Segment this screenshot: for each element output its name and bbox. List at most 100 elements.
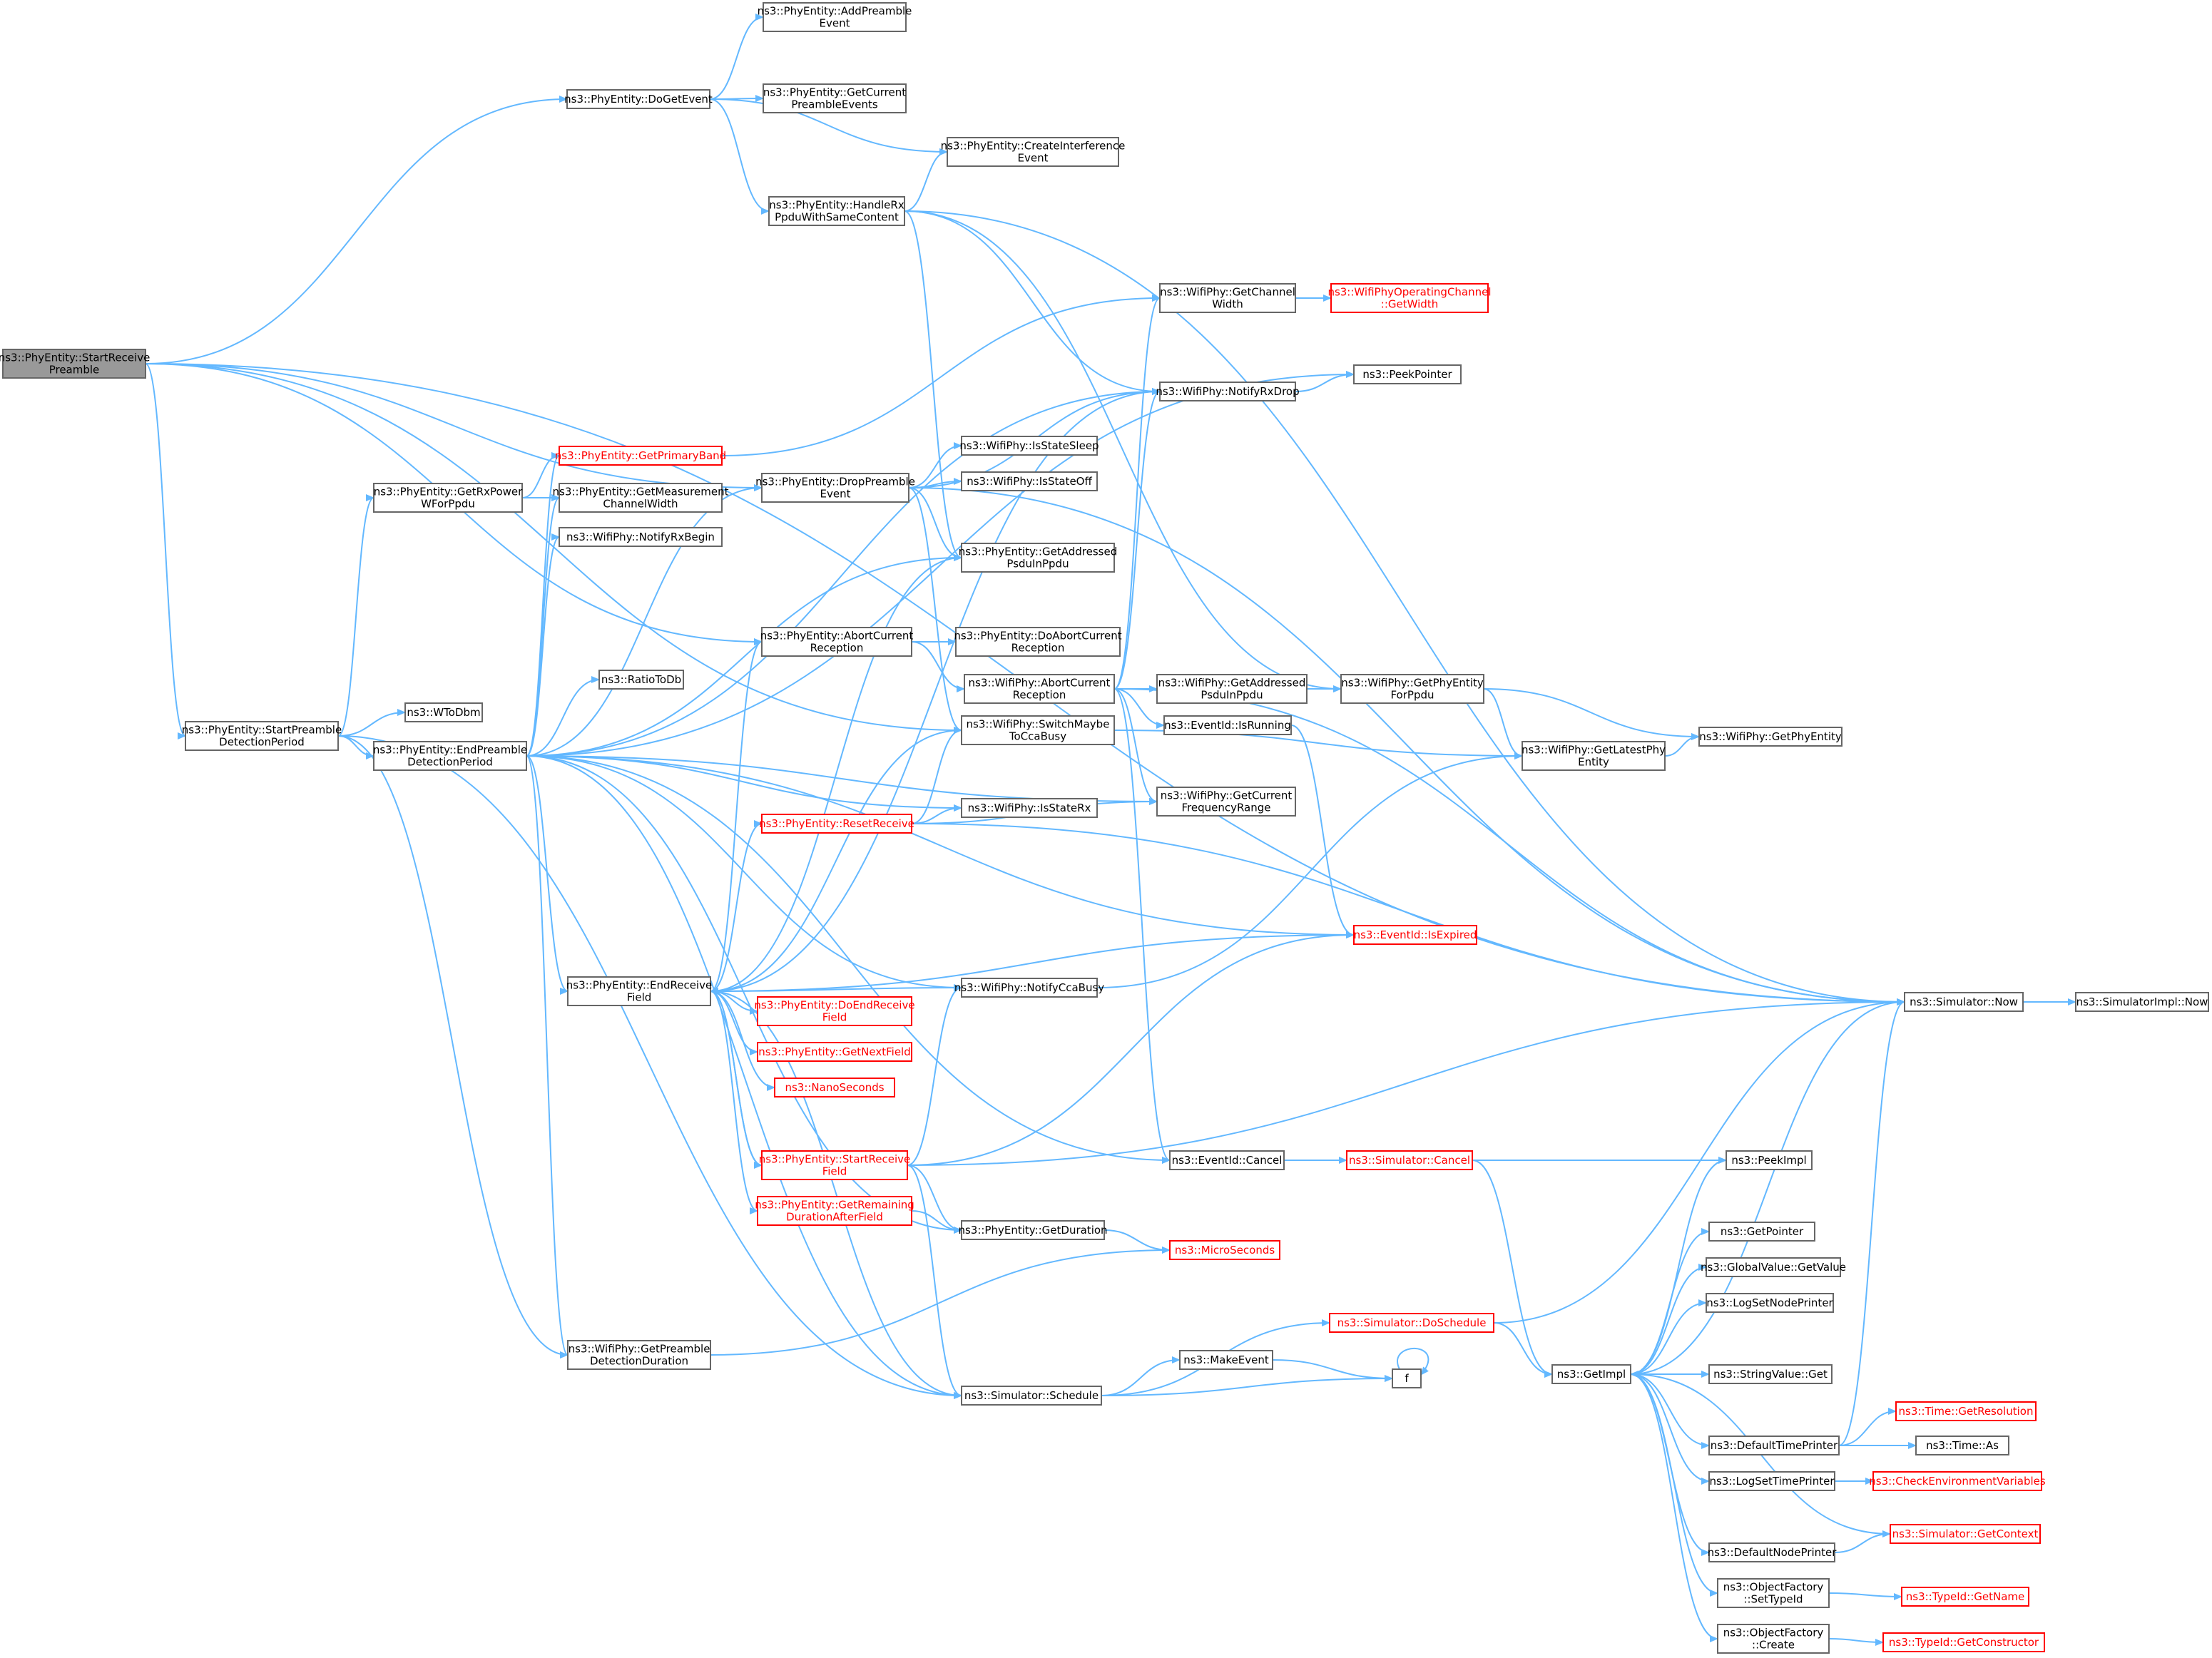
node-phyentity-getprimaryband[interactable]: ns3::PhyEntity::GetPrimaryBand (555, 446, 726, 466)
node-phyentity-getmeasurement-channelwidth[interactable]: ns3::PhyEntity::GetMeasurementChannelWid… (553, 483, 729, 513)
node-label: ns3::PhyEntity::EndReceive (566, 979, 712, 992)
node-stringvalue-get[interactable]: ns3::StringValue::Get (1708, 1364, 1833, 1384)
node-logsetnodeprinter[interactable]: ns3::LogSetNodePrinter (1706, 1293, 1834, 1313)
node-typeid-getconstructor[interactable]: ns3::TypeId::GetConstructor (1882, 1632, 2045, 1652)
node-time-getresolution[interactable]: ns3::Time::GetResolution (1895, 1401, 2037, 1421)
call-edge-getpredetdur-to-microseconds (710, 1247, 1171, 1356)
node-wifiphy-isstateoff[interactable]: ns3::WifiPhy::IsStateOff (961, 471, 1098, 491)
call-edge-startrecfield-to-getduration (907, 1165, 962, 1234)
node-box (761, 1150, 908, 1180)
node-phyentity-getduration[interactable]: ns3::PhyEntity::GetDuration (958, 1220, 1108, 1240)
node-wifiphy-getpreamble-detectionduration[interactable]: ns3::WifiPhy::GetPreambleDetectionDurati… (567, 1340, 711, 1370)
node-label: Reception (810, 642, 864, 655)
call-edge-endpredet-to-getpredetdur (526, 755, 569, 1358)
node-label: ns3::CheckEnvironmentVariables (1869, 1475, 2046, 1488)
node-box (1901, 1587, 2029, 1607)
node-typeid-getname[interactable]: ns3::TypeId::GetName (1901, 1587, 2029, 1607)
node-box (1726, 1150, 1813, 1170)
node-phyentity-getremaining-durationafterfield[interactable]: ns3::PhyEntity::GetRemainingDurationAfte… (755, 1196, 914, 1226)
node-microseconds[interactable]: ns3::MicroSeconds (1169, 1240, 1280, 1260)
node-peekimpl[interactable]: ns3::PeekImpl (1726, 1150, 1813, 1170)
call-edge-isrunning-to-isexpired (1290, 725, 1355, 938)
node-box (961, 436, 1098, 456)
node-objectfactory-create[interactable]: ns3::ObjectFactory::Create (1717, 1624, 1830, 1654)
node-label: ns3::NanoSeconds (785, 1081, 884, 1094)
node-phyentity-startpreamble-detectionperiod[interactable]: ns3::PhyEntity::StartPreambleDetectionPe… (182, 721, 342, 751)
node-eventid-isrunning[interactable]: ns3::EventId::IsRunning (1163, 715, 1292, 735)
call-edge-endrecfield-to-resetreceive (710, 820, 763, 992)
call-edge-abortcur-to-wabortcur (911, 641, 965, 692)
node-phyentity-endpreamble-detectionperiod[interactable]: ns3::PhyEntity::EndPreambleDetectionPeri… (373, 741, 527, 771)
node-wifiphy-notifyrxbegin[interactable]: ns3::WifiPhy::NotifyRxBegin (559, 527, 723, 547)
node-simulator-getcontext[interactable]: ns3::Simulator::GetContext (1890, 1524, 2041, 1544)
node-label: DetectionPeriod (219, 736, 305, 749)
node-box (1706, 1293, 1834, 1313)
node-label: f (1405, 1372, 1409, 1385)
node-simulator-doschedule[interactable]: ns3::Simulator::DoSchedule (1329, 1313, 1494, 1333)
node-wifiphy-isstaterx[interactable]: ns3::WifiPhy::IsStateRx (961, 798, 1098, 818)
node-objectfactory-settypeid[interactable]: ns3::ObjectFactory::SetTypeId (1717, 1578, 1830, 1608)
node-time-as[interactable]: ns3::Time::As (1915, 1436, 2009, 1455)
node-globalvalue-getvalue[interactable]: ns3::GlobalValue::GetValue (1701, 1257, 1846, 1277)
node-nanoseconds[interactable]: ns3::NanoSeconds (774, 1078, 895, 1097)
node-wtodbm[interactable]: ns3::WToDbm (404, 702, 483, 722)
node-box (559, 527, 723, 547)
node-defaulttimeprinter[interactable]: ns3::DefaultTimePrinter (1708, 1436, 1840, 1455)
node-box (1330, 283, 1489, 313)
node-wifiphy-getphyentity[interactable]: ns3::WifiPhy::GetPhyEntity (1698, 727, 1843, 747)
node-makeevent[interactable]: ns3::MakeEvent (1179, 1350, 1273, 1370)
call-edge-simdoschedule-to-simnow (1493, 998, 1905, 1324)
node-phyentity-getnextfield[interactable]: ns3::PhyEntity::GetNextField (757, 1042, 912, 1062)
node-phyentity-resetreceive[interactable]: ns3::PhyEntity::ResetReceive (759, 814, 914, 834)
node-eventid-isexpired[interactable]: ns3::EventId::IsExpired (1353, 925, 1477, 945)
node-getimpl[interactable]: ns3::GetImpl (1551, 1364, 1631, 1384)
node-checkenvironmentvariables[interactable]: ns3::CheckEnvironmentVariables (1869, 1471, 2046, 1491)
node-label: ns3::EventId::IsExpired (1354, 928, 1477, 941)
node-wifiphy-isstatesleep[interactable]: ns3::WifiPhy::IsStateSleep (959, 436, 1099, 456)
node-label: ns3::WifiPhy::GetAddressed (1158, 677, 1306, 690)
node-getpointer[interactable]: ns3::GetPointer (1708, 1222, 1815, 1242)
node-wifiphy-notifyccabusy[interactable]: ns3::WifiPhy::NotifyCcaBusy (954, 978, 1104, 998)
node-simulator-now[interactable]: ns3::Simulator::Now (1904, 992, 2024, 1012)
node-label: ns3::LogSetNodePrinter (1706, 1296, 1833, 1309)
call-edge-handlerx-to-getaddrpsdu (904, 210, 962, 561)
node-simulatorimpl-now[interactable]: ns3::SimulatorImpl::Now (2075, 992, 2209, 1012)
node-simulator-cancel[interactable]: ns3::Simulator::Cancel (1346, 1150, 1473, 1170)
node-wifiphyoperatingchannel-getwidth[interactable]: ns3::WifiPhyOperatingChannel::GetWidth (1327, 283, 1492, 313)
node-phyentity-handlerx-ppduwithsamecontent[interactable]: ns3::PhyEntity::HandleRxPpduWithSameCont… (768, 196, 905, 226)
node-logsettimeprinter[interactable]: ns3::LogSetTimePrinter (1708, 1471, 1835, 1491)
node-box (1353, 925, 1477, 945)
node-eventid-cancel[interactable]: ns3::EventId::Cancel (1169, 1150, 1285, 1170)
node-wifiphy-notifyrxdrop[interactable]: ns3::WifiPhy::NotifyRxDrop (1156, 382, 1300, 401)
node-label: ns3::GetPointer (1721, 1225, 1804, 1238)
node-defaultnodeprinter[interactable]: ns3::DefaultNodePrinter (1708, 1542, 1838, 1562)
node-phyentity-dogetevent[interactable]: ns3::PhyEntity::DoGetEvent (564, 89, 713, 109)
node-ratiotodb[interactable]: ns3::RatioToDb (598, 670, 684, 690)
node-label: ns3::PhyEntity::DoAbortCurrent (954, 630, 1121, 643)
call-edge-endrecfield-to-nanoseconds (710, 991, 775, 1091)
node-label: DetectionPeriod (407, 756, 493, 769)
node-f[interactable]: f (1392, 1368, 1422, 1388)
call-edge-endrecfield-to-getaddrpsdu (710, 554, 962, 992)
node-simulator-schedule[interactable]: ns3::Simulator::Schedule (961, 1386, 1102, 1406)
node-peekpointer[interactable]: ns3::PeekPointer (1353, 364, 1462, 384)
